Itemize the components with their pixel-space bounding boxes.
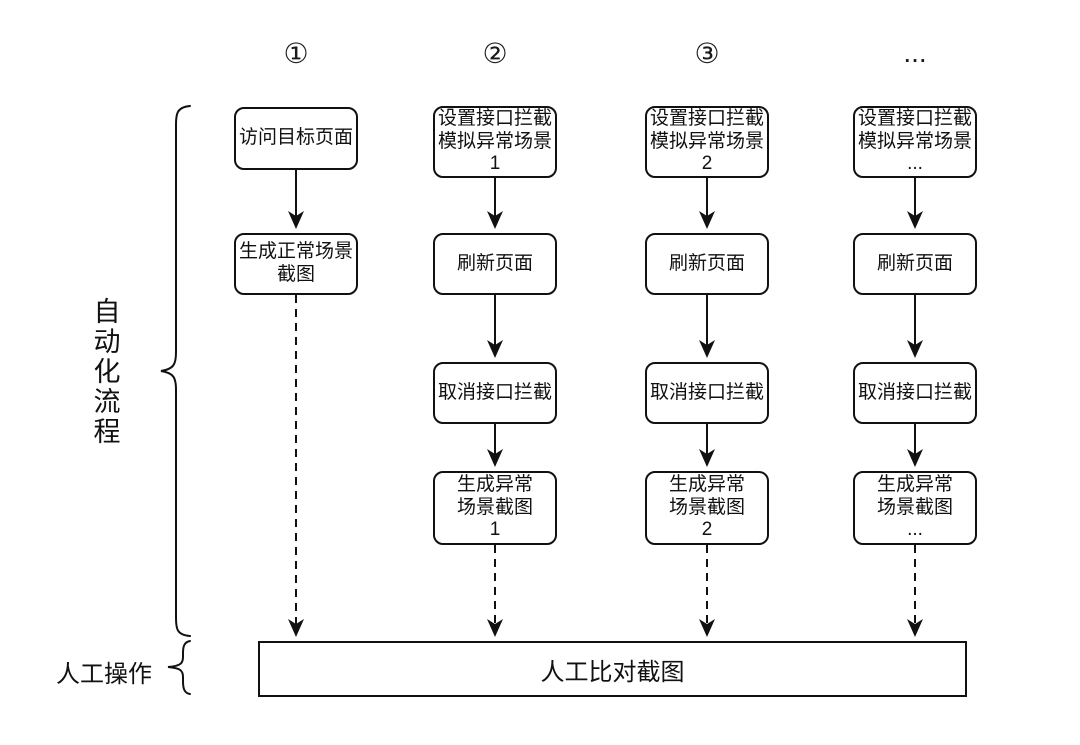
step-refresh-page-n: 刷新页面 — [853, 233, 977, 295]
brace-manual-group — [167, 640, 191, 695]
step-set-intercept-2: 设置接口拦截 模拟异常场景 2 — [645, 106, 769, 178]
step-refresh-page-1: 刷新页面 — [433, 233, 557, 295]
step-visit-target-page: 访问目标页面 — [234, 107, 358, 170]
column-header-3: ③ — [694, 37, 720, 69]
label-automation-process: 自动化流程 — [93, 297, 121, 447]
label-manual-operation: 人工操作 — [56, 661, 152, 688]
manual-compare-box: 人工比对截图 — [258, 641, 967, 697]
step-cancel-intercept-n: 取消接口拦截 — [853, 362, 977, 424]
step-generate-abnormal-screenshot-2: 生成异常 场景截图 2 — [645, 471, 769, 545]
step-cancel-intercept-2: 取消接口拦截 — [645, 362, 769, 424]
step-generate-abnormal-screenshot-1: 生成异常 场景截图 1 — [433, 471, 557, 545]
step-generate-abnormal-screenshot-n: 生成异常 场景截图 ... — [853, 471, 977, 545]
step-generate-normal-screenshot: 生成正常场景 截图 — [234, 233, 358, 295]
brace-automation-group — [160, 105, 191, 637]
step-refresh-page-2: 刷新页面 — [645, 233, 769, 295]
step-set-intercept-1: 设置接口拦截 模拟异常场景 1 — [433, 106, 557, 178]
column-header-1: ① — [283, 37, 309, 69]
column-header-more: ... — [903, 37, 927, 68]
step-set-intercept-n: 设置接口拦截 模拟异常场景 ... — [853, 106, 977, 178]
step-cancel-intercept-1: 取消接口拦截 — [433, 362, 557, 424]
column-header-2: ② — [482, 37, 508, 69]
